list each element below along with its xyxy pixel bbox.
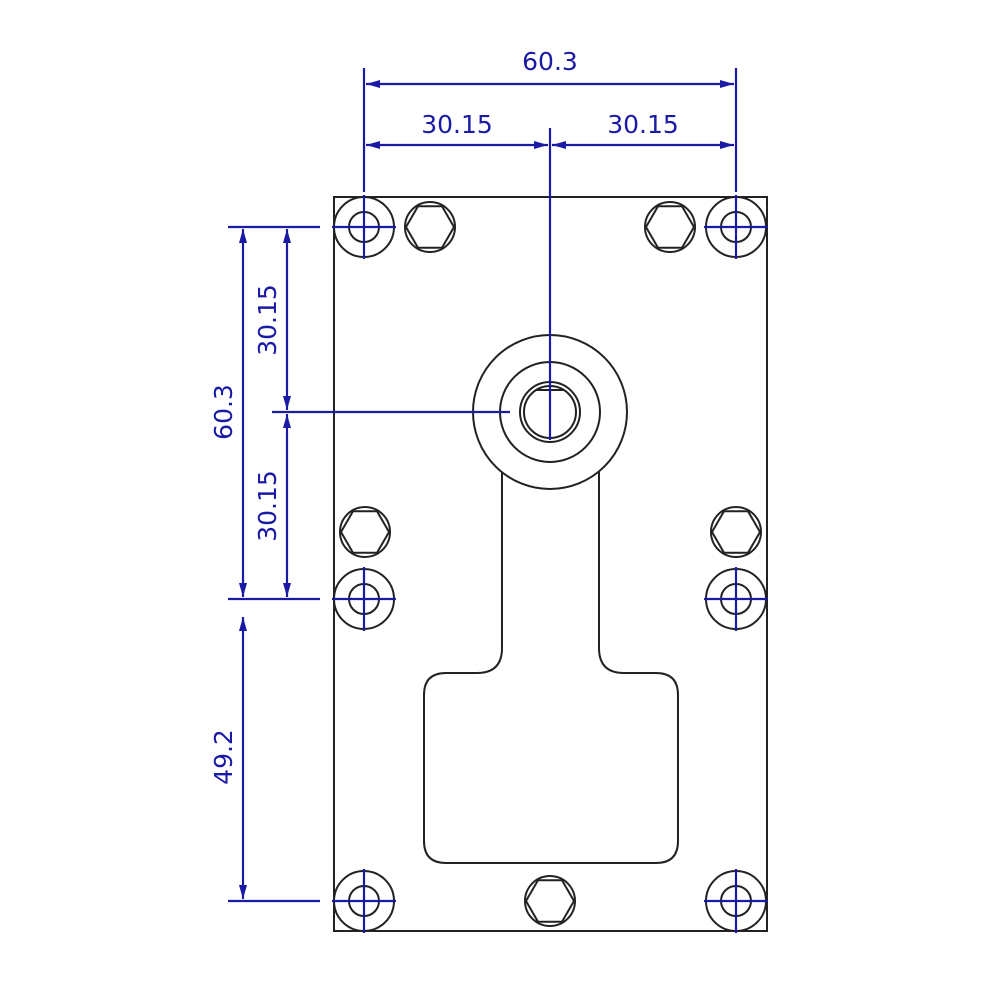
dim-half-height-top: 30.15 [253,284,282,356]
dim-lower-spacing: 49.2 [209,729,238,785]
dim-overall-height: 60.3 [209,384,238,440]
hex-bolt [524,875,576,927]
hex-bolt [404,201,456,253]
mounting-hole [704,869,768,933]
mounting-hole [332,567,396,631]
dim-half-width-right: 30.15 [607,110,679,139]
dim-overall-width: 60.3 [522,47,578,76]
hex-bolt [710,506,762,558]
hex-bolt [339,506,391,558]
mounting-hole [332,869,396,933]
mounting-hole [704,195,768,259]
dimension-lines [228,68,738,903]
dim-half-width-left: 30.15 [421,110,493,139]
mounting-hole [332,195,396,259]
hex-bolt [644,201,696,253]
mounting-hole [704,567,768,631]
output-slot-outline [423,470,679,864]
dim-half-height-bottom: 30.15 [253,470,282,542]
